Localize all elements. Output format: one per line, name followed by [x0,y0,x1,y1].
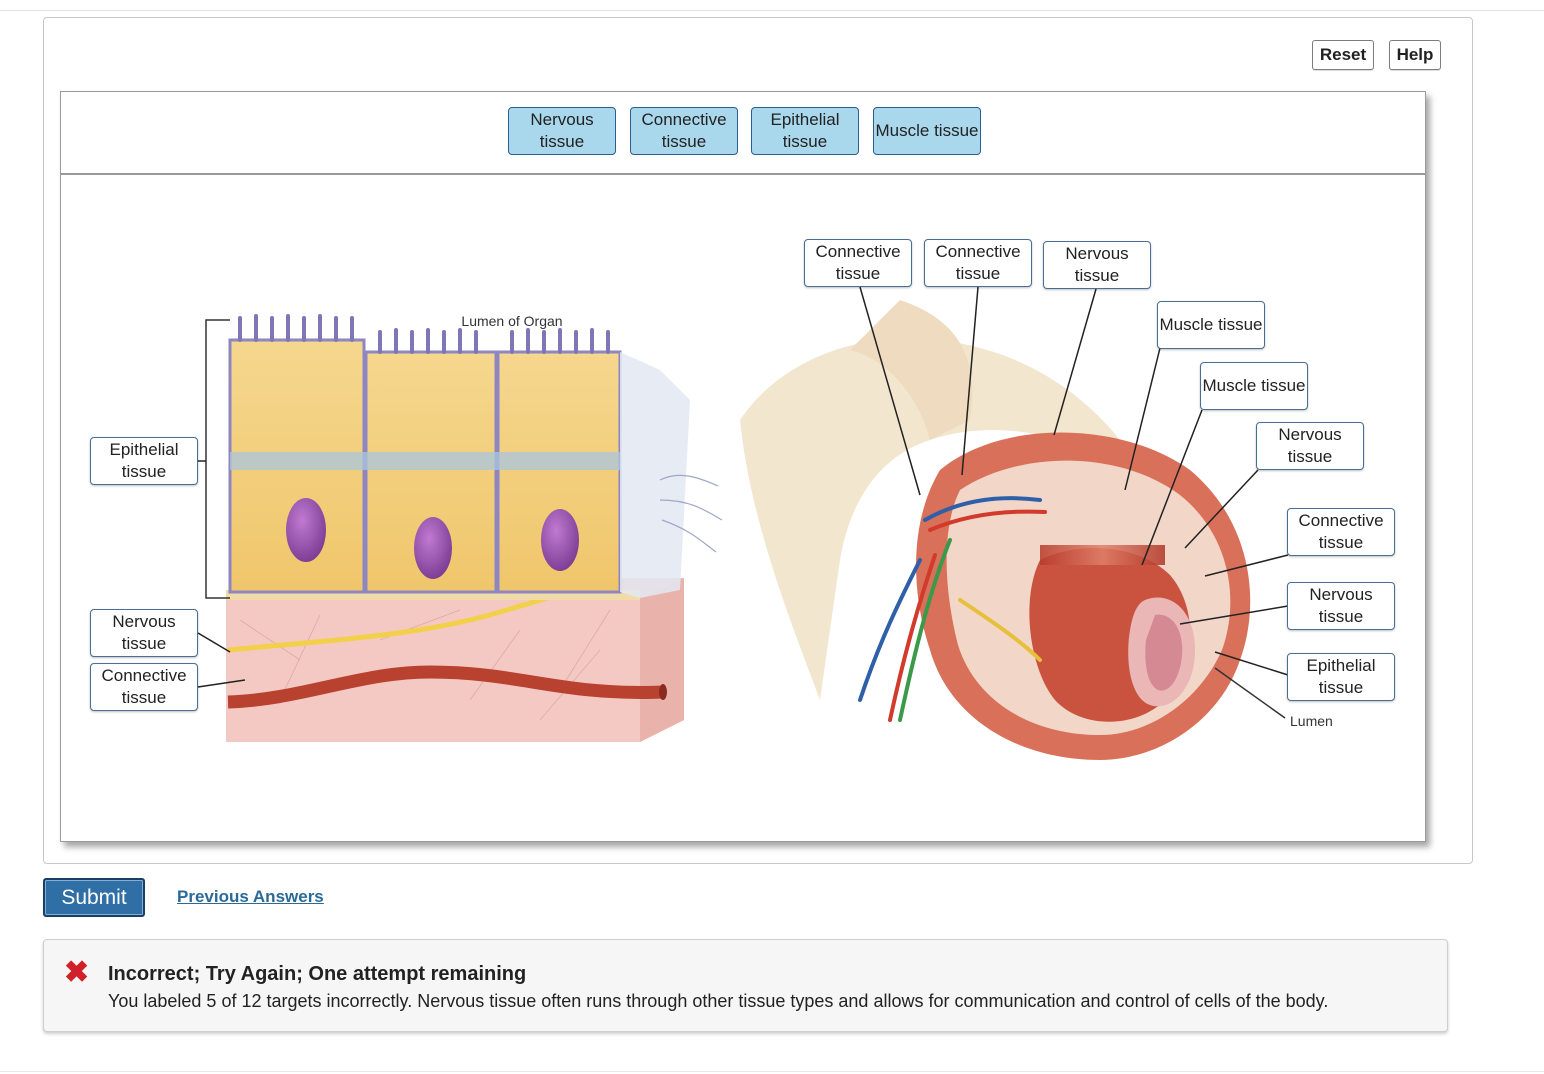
labeling-workarea: Nervous tissue Connective tissue Epithel… [60,91,1426,842]
drop-label-right-nervous-3[interactable]: Nervous tissue [1287,582,1395,630]
help-button[interactable]: Help [1389,40,1441,70]
drop-label-right-nervous-1[interactable]: Nervous tissue [1043,241,1151,289]
feedback-box: ✖ Incorrect; Try Again; One attempt rema… [43,939,1448,1032]
drop-label-right-connective-2[interactable]: Connective tissue [924,239,1032,287]
drop-label-right-connective-1[interactable]: Connective tissue [804,239,912,287]
previous-answers-link[interactable]: Previous Answers [177,887,324,906]
error-x-icon: ✖ [64,956,90,989]
drop-label-left-epithelial[interactable]: Epithelial tissue [90,437,198,485]
reset-button[interactable]: Reset [1312,40,1374,70]
drop-label-right-muscle-1[interactable]: Muscle tissue [1157,301,1265,349]
submit-button[interactable]: Submit [43,878,145,917]
drop-label-right-nervous-2[interactable]: Nervous tissue [1256,422,1364,470]
drop-label-right-epithelial[interactable]: Epithelial tissue [1287,653,1395,701]
drop-label-right-connective-3[interactable]: Connective tissue [1287,508,1395,556]
top-divider [0,10,1544,11]
bank-chip-nervous[interactable]: Nervous tissue [508,107,616,155]
bank-chip-epithelial[interactable]: Epithelial tissue [751,107,859,155]
drop-label-right-muscle-2[interactable]: Muscle tissue [1200,362,1308,410]
feedback-message: You labeled 5 of 12 targets incorrectly.… [108,991,1329,1011]
label-bank: Nervous tissue Connective tissue Epithel… [61,92,1425,175]
feedback-title: Incorrect; Try Again; One attempt remain… [108,963,527,985]
bottom-divider [0,1071,1544,1072]
drop-label-left-nervous[interactable]: Nervous tissue [90,609,198,657]
bank-chip-muscle[interactable]: Muscle tissue [873,107,981,155]
drop-label-left-connective[interactable]: Connective tissue [90,663,198,711]
bank-chip-connective[interactable]: Connective tissue [630,107,738,155]
